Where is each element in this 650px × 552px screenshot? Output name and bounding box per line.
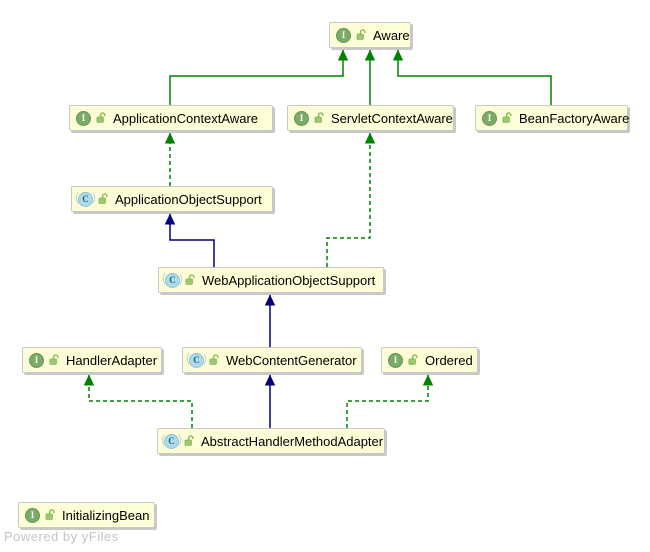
interface-icon: I: [388, 352, 403, 368]
node-label: Aware: [373, 27, 410, 43]
interface-icon: I: [76, 110, 91, 126]
open-lock-icon: [49, 354, 60, 366]
open-lock-icon: [185, 274, 196, 286]
interface-icon: I: [29, 352, 44, 368]
node-label: Ordered: [425, 352, 473, 368]
interface-icon: I: [25, 507, 40, 523]
node-application-object-support[interactable]: C ApplicationObjectSupport: [71, 186, 273, 212]
open-lock-icon: [356, 29, 367, 41]
class-icon: C: [75, 191, 96, 207]
edge-beanfactoryaware-extends-aware[interactable]: [392, 49, 552, 105]
node-label: ApplicationObjectSupport: [115, 191, 262, 207]
yfiles-watermark: Powered by yFiles: [4, 529, 119, 544]
node-web-content-generator[interactable]: C WebContentGenerator: [182, 347, 362, 373]
class-icon: C: [161, 433, 182, 449]
node-label: ServletContextAware: [331, 110, 453, 126]
open-lock-icon: [209, 354, 220, 366]
open-lock-icon: [314, 112, 325, 124]
interface-icon: I: [336, 27, 351, 43]
node-web-application-object-support[interactable]: C WebApplicationObjectSupport: [158, 267, 384, 293]
open-lock-icon: [502, 112, 513, 124]
node-application-context-aware[interactable]: I ApplicationContextAware: [69, 105, 273, 131]
node-abstract-handler-method-adapter[interactable]: C AbstractHandlerMethodAdapter: [157, 428, 385, 454]
class-icon: C: [186, 352, 207, 368]
node-label: HandlerAdapter: [66, 352, 158, 368]
open-lock-icon: [408, 354, 419, 366]
class-icon: C: [162, 272, 183, 288]
edge-abstracthandlermethodadapter-implements-ordered[interactable]: [346, 374, 434, 428]
open-lock-icon: [98, 193, 109, 205]
node-label: BeanFactoryAware: [519, 110, 630, 126]
open-lock-icon: [184, 435, 195, 447]
interface-icon: I: [482, 110, 497, 126]
edge-webapplicationobjectsupport-implements-servletcontextaware[interactable]: [326, 132, 376, 267]
node-bean-factory-aware[interactable]: I BeanFactoryAware: [475, 105, 630, 131]
edge-abstracthandlermethodadapter-implements-handleradapter[interactable]: [83, 374, 193, 428]
node-label: WebContentGenerator: [226, 352, 357, 368]
interface-icon: I: [294, 110, 309, 126]
open-lock-icon: [45, 509, 56, 521]
node-handler-adapter[interactable]: I HandlerAdapter: [22, 347, 162, 373]
node-label: ApplicationContextAware: [113, 110, 259, 126]
open-lock-icon: [96, 112, 107, 124]
node-label: InitializingBean: [62, 507, 150, 523]
node-ordered[interactable]: I Ordered: [381, 347, 478, 373]
node-aware[interactable]: I Aware: [329, 22, 411, 48]
node-servlet-context-aware[interactable]: I ServletContextAware: [287, 105, 454, 131]
node-initializing-bean[interactable]: I InitializingBean: [18, 502, 155, 528]
edge-applicationcontextaware-extends-aware[interactable]: [169, 49, 349, 105]
edge-webapplicationobjectsupport-extends-applicationobjectsupport[interactable]: [164, 213, 215, 267]
node-label: AbstractHandlerMethodAdapter: [201, 433, 384, 449]
node-label: WebApplicationObjectSupport: [202, 272, 376, 288]
